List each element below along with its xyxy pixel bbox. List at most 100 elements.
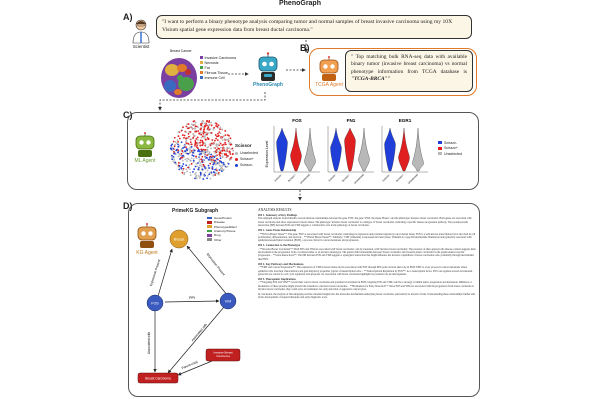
- scatter-point: [195, 141, 198, 144]
- edge-vim-carcinoma: [167, 306, 225, 374]
- scatter-point: [188, 127, 190, 129]
- scatter-point: [180, 149, 182, 152]
- scatter-point: [184, 137, 187, 140]
- scatter-point: [173, 150, 175, 153]
- scatter-point: [201, 160, 203, 163]
- scatter-point: [216, 139, 219, 142]
- scatter-point: [197, 126, 199, 129]
- scatter-point: [184, 150, 186, 153]
- scatter-point: [215, 169, 218, 172]
- scatter-point: [194, 143, 196, 146]
- scatter-point: [229, 142, 232, 144]
- scatter-point: [202, 135, 204, 138]
- scatter-point: [198, 177, 201, 179]
- scatter-point: [202, 126, 205, 129]
- scatter-point: [192, 155, 195, 157]
- analysis-report: ANALYSIS RESULTS ### 1. Summary of Key F…: [258, 208, 476, 394]
- scatter-point: [231, 147, 234, 150]
- scatter-point: [203, 137, 206, 140]
- scatter-point: [171, 143, 174, 146]
- violin-gene-title: FN1: [347, 118, 356, 123]
- scatter-point: [217, 150, 219, 153]
- scatter-point: [172, 140, 175, 143]
- scatter-point: [199, 171, 202, 174]
- scatter-point: [193, 134, 196, 137]
- subgraph-legend-item: Other: [207, 237, 251, 242]
- scatter-point: [219, 160, 222, 163]
- tissue-legend-item: Necrosis: [200, 60, 248, 65]
- scatter-point: [204, 122, 206, 125]
- scatter-point: [177, 149, 180, 151]
- scatter-point: [216, 172, 218, 175]
- page-title: PhenoGraph: [278, 0, 321, 7]
- scatter-point: [228, 142, 231, 144]
- phenograph-label: PhenoGraph: [252, 82, 283, 88]
- scatter-point: [209, 128, 212, 130]
- violin-group-label: Scissor+: [395, 173, 405, 183]
- scatter-point: [208, 123, 211, 126]
- scatter-point: [208, 167, 210, 169]
- violin-gene-title: EGR1: [399, 118, 412, 123]
- scatter-point: [220, 137, 223, 139]
- scatter-point: [201, 120, 204, 123]
- scatter-point: [222, 169, 225, 172]
- scatter-point: [219, 128, 221, 131]
- scatter-point: [194, 173, 196, 176]
- scatter-point: [221, 152, 224, 155]
- violin-shape: [384, 127, 396, 172]
- scatter-point: [212, 157, 214, 160]
- scatter-point: [183, 134, 186, 137]
- scatter-point: [203, 128, 205, 131]
- scatter-legend: Unselected Scissor+ Scissor-: [235, 150, 269, 168]
- scatter-point: [187, 137, 190, 139]
- scatter-point: [181, 134, 184, 136]
- scatter-point: [174, 161, 177, 164]
- knowledge-graph: Expression Present Expression Present PP…: [137, 229, 241, 384]
- scatter-point: [191, 154, 194, 157]
- scatter-point: [201, 163, 204, 166]
- scatter-point: [198, 160, 201, 163]
- scatter-point: [186, 126, 189, 129]
- edge-label: Associated with: [147, 332, 151, 354]
- scatter-point: [193, 127, 196, 130]
- scatter-point: [185, 139, 188, 141]
- scatter-point: [171, 148, 174, 151]
- scatter-point: [181, 159, 184, 162]
- scatter-point: [191, 127, 194, 129]
- scatter-point: [204, 143, 207, 146]
- scatter-point: [199, 128, 202, 131]
- scatter-point: [226, 134, 229, 136]
- node-breast-label: Breast: [174, 238, 184, 242]
- scatter-point: [212, 155, 214, 158]
- scatter-point: [196, 147, 199, 150]
- scatter-point: [194, 140, 197, 142]
- scatter-point: [221, 156, 224, 159]
- violin-shape: [344, 127, 356, 172]
- scatter-point: [229, 143, 232, 146]
- scatter-point: [212, 143, 215, 146]
- scatter-point: [211, 139, 214, 141]
- scatter-point: [195, 176, 198, 179]
- scatter-point: [211, 166, 214, 168]
- scatter-point: [176, 139, 179, 142]
- scatter-point: [222, 161, 225, 164]
- scatter-point: [170, 144, 173, 147]
- scatter-point: [212, 163, 215, 166]
- scatter-point: [180, 141, 183, 144]
- scatter-point: [194, 125, 197, 128]
- scatter-point: [205, 167, 208, 169]
- scatter-point: [188, 143, 191, 146]
- scatter-point: [230, 156, 233, 159]
- scatter-point: [181, 156, 184, 159]
- scatter-point: [189, 141, 192, 144]
- scatter-point: [213, 174, 215, 177]
- kg-robot-icon: [134, 223, 160, 249]
- scatter-point: [227, 162, 230, 165]
- scatter-point: [187, 166, 189, 169]
- violin-shape: [276, 127, 288, 172]
- scatter-point: [186, 170, 189, 173]
- scatter-point: [178, 168, 181, 171]
- scatter-point: [185, 168, 188, 171]
- scatter-point: [198, 155, 200, 158]
- scatter-point: [177, 151, 179, 154]
